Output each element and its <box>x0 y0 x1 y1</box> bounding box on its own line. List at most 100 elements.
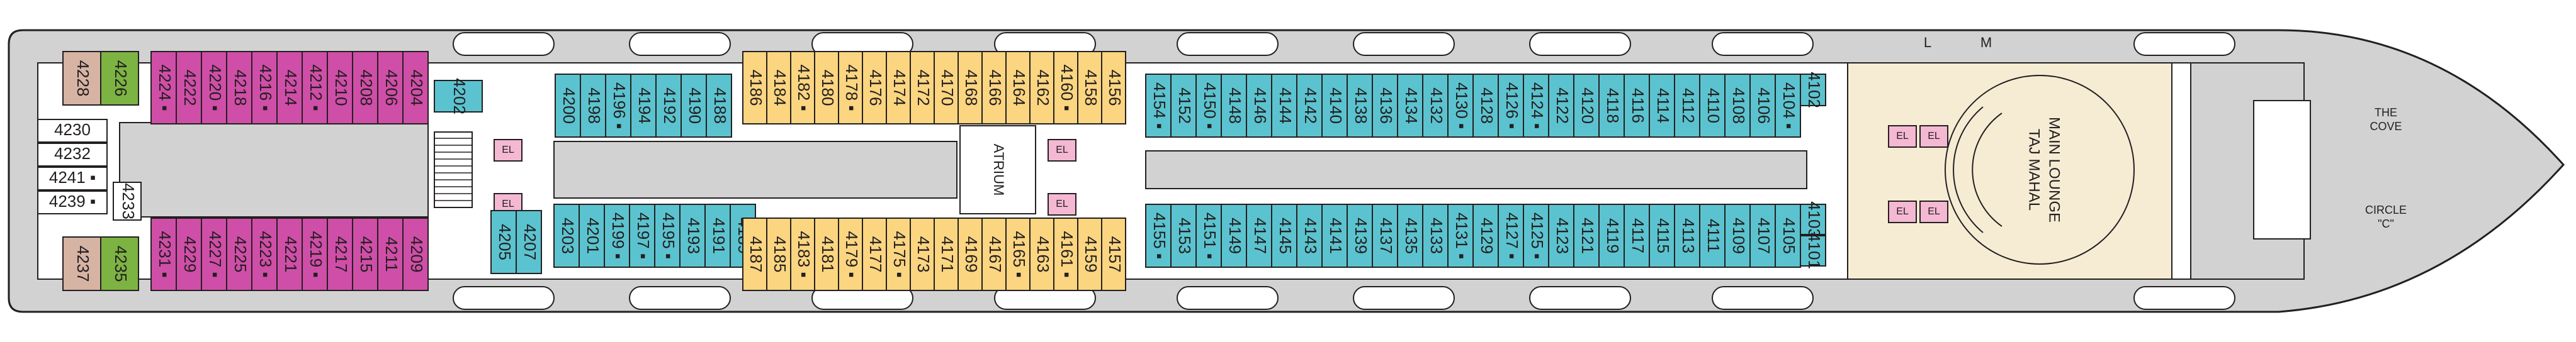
cabin[interactable]: 4235 <box>100 236 139 291</box>
cabin[interactable]: 4139 <box>1347 204 1373 268</box>
cabin[interactable]: 4102 <box>1800 72 1826 108</box>
cabin[interactable]: 4113 <box>1674 204 1700 268</box>
cabin[interactable]: 4154 ▪ <box>1145 74 1172 138</box>
cabin[interactable]: 4177 <box>862 218 887 291</box>
cabin[interactable]: 4174 <box>886 51 911 124</box>
cabin[interactable]: 4179 ▪ <box>838 218 863 291</box>
cabin[interactable]: 4199 ▪ <box>604 204 630 268</box>
cabin[interactable]: 4220 ▪ <box>201 51 227 124</box>
cabin[interactable]: 4206 <box>377 51 404 124</box>
cabin[interactable]: 4145 <box>1271 204 1297 268</box>
cabin[interactable]: 4164 <box>1005 51 1031 124</box>
cabin[interactable]: 4181 <box>814 218 839 291</box>
cabin[interactable]: 4141 <box>1321 204 1348 268</box>
cabin[interactable]: 4142 <box>1296 74 1323 138</box>
cabin[interactable]: 4197 ▪ <box>629 204 655 268</box>
cabin[interactable]: 4191 <box>704 204 731 268</box>
cabin[interactable]: 4152 <box>1170 74 1197 138</box>
cabin[interactable]: 4200 <box>555 74 581 138</box>
cabin[interactable]: 4157 <box>1101 218 1126 291</box>
cabin[interactable]: 4136 <box>1372 74 1398 138</box>
cabin[interactable]: 4114 <box>1649 74 1675 138</box>
cabin[interactable]: 4196 ▪ <box>605 74 631 138</box>
cabin[interactable]: 4101 <box>1800 233 1826 269</box>
cabin[interactable]: 4148 <box>1221 74 1247 138</box>
cabin[interactable]: 4226 <box>100 51 139 106</box>
cabin[interactable]: 4143 <box>1296 204 1323 268</box>
cabin[interactable]: 4182 ▪ <box>790 51 815 124</box>
cabin[interactable]: 4121 <box>1573 204 1600 268</box>
cabin[interactable]: 4161 ▪ <box>1053 218 1078 291</box>
cabin[interactable]: 4115 <box>1649 204 1675 268</box>
cabin[interactable]: 4173 <box>910 218 935 291</box>
cabin[interactable]: 4131 ▪ <box>1447 204 1474 268</box>
cabin[interactable]: 4110 <box>1699 74 1726 138</box>
cabin[interactable]: 4130 ▪ <box>1447 74 1474 138</box>
cabin[interactable]: 4138 <box>1347 74 1373 138</box>
cabin[interactable]: 4129 <box>1472 204 1499 268</box>
cabin[interactable]: 4195 ▪ <box>654 204 681 268</box>
cabin[interactable]: 4233 <box>113 182 142 221</box>
cabin[interactable]: 4216 ▪ <box>251 51 278 124</box>
cabin[interactable]: 4109 <box>1724 204 1751 268</box>
cabin[interactable]: 4190 <box>681 74 707 138</box>
cabin[interactable]: 4212 ▪ <box>302 51 328 124</box>
cabin[interactable]: 4123 <box>1548 204 1574 268</box>
cabin[interactable]: 4146 <box>1246 74 1272 138</box>
cabin[interactable]: 4232 <box>37 143 108 167</box>
cabin[interactable]: 4147 <box>1246 204 1272 268</box>
cabin[interactable]: 4156 <box>1101 51 1126 124</box>
cabin[interactable]: 4104 ▪ <box>1775 74 1801 138</box>
cabin[interactable]: 4217 <box>327 218 353 291</box>
cabin[interactable]: 4208 <box>352 51 378 124</box>
cabin[interactable]: 4202 <box>434 78 483 114</box>
cabin[interactable]: 4188 <box>706 74 732 138</box>
cabin[interactable]: 4105 <box>1775 204 1801 268</box>
cabin[interactable]: 4176 <box>862 51 887 124</box>
cabin[interactable]: 4132 <box>1422 74 1449 138</box>
cabin[interactable]: 4180 <box>814 51 839 124</box>
cabin[interactable]: 4133 <box>1422 204 1449 268</box>
cabin[interactable]: 4107 <box>1749 204 1776 268</box>
cabin[interactable]: 4201 <box>579 204 605 268</box>
cabin[interactable]: 4149 <box>1221 204 1247 268</box>
cabin[interactable]: 4187 <box>742 218 767 291</box>
cabin[interactable]: 4169 <box>958 218 983 291</box>
cabin[interactable]: 4144 <box>1271 74 1297 138</box>
cabin[interactable]: 4219 ▪ <box>302 218 328 291</box>
cabin[interactable]: 4184 <box>766 51 791 124</box>
cabin[interactable]: 4124 ▪ <box>1523 74 1549 138</box>
cabin[interactable]: 4163 <box>1029 218 1054 291</box>
cabin[interactable]: 4170 <box>934 51 959 124</box>
cabin[interactable]: 4168 <box>958 51 983 124</box>
cabin[interactable]: 4194 <box>630 74 657 138</box>
cabin[interactable]: 4192 <box>655 74 682 138</box>
cabin[interactable]: 4198 <box>580 74 606 138</box>
cabin[interactable]: 4106 <box>1749 74 1776 138</box>
cabin[interactable]: 4214 <box>276 51 303 124</box>
cabin[interactable]: 4134 <box>1397 74 1423 138</box>
cabin[interactable]: 4227 ▪ <box>201 218 227 291</box>
cabin[interactable]: 4140 <box>1321 74 1348 138</box>
cabin[interactable]: 4151 ▪ <box>1195 204 1222 268</box>
cabin[interactable]: 4211 <box>377 218 404 291</box>
cabin[interactable]: 4155 ▪ <box>1145 204 1172 268</box>
cabin[interactable]: 4125 ▪ <box>1523 204 1549 268</box>
cabin[interactable]: 4171 <box>934 218 959 291</box>
cabin[interactable]: 4228 <box>62 51 101 106</box>
cabin[interactable]: 4116 <box>1624 74 1650 138</box>
cabin[interactable]: 4215 <box>352 218 378 291</box>
cabin[interactable]: 4108 <box>1724 74 1751 138</box>
cabin[interactable]: 4159 <box>1077 218 1102 291</box>
cabin[interactable]: 4231 ▪ <box>150 218 177 291</box>
cabin[interactable]: 4119 <box>1598 204 1625 268</box>
cabin[interactable]: 4205 <box>490 210 517 274</box>
cabin[interactable]: 4120 <box>1573 74 1600 138</box>
cabin[interactable]: 4126 ▪ <box>1498 74 1524 138</box>
cabin[interactable]: 4153 <box>1170 204 1197 268</box>
cabin[interactable]: 4237 <box>62 236 101 291</box>
cabin[interactable]: 4221 <box>276 218 303 291</box>
cabin[interactable]: 4175 ▪ <box>886 218 911 291</box>
cabin[interactable]: 4183 ▪ <box>790 218 815 291</box>
cabin[interactable]: 4241 ▪ <box>37 167 108 190</box>
